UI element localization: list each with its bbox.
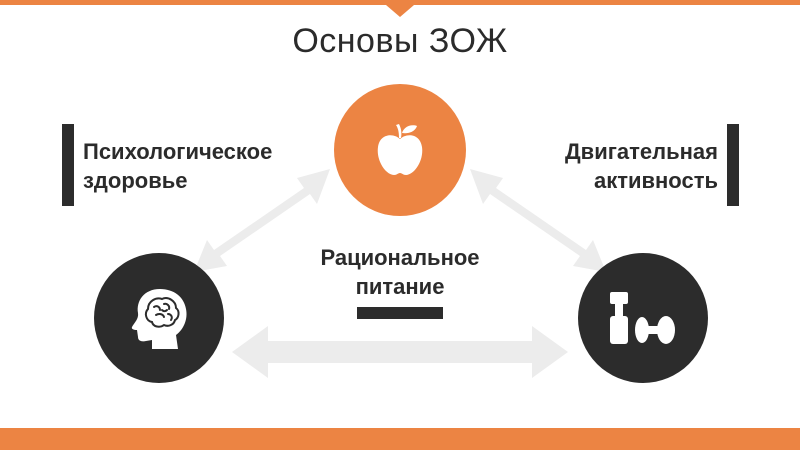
psychology-label: Психологическое здоровье xyxy=(83,137,272,195)
activity-label-line-2: активность xyxy=(593,168,718,193)
arrow-left-diagonal xyxy=(194,169,330,272)
psychology-circle xyxy=(94,253,224,383)
right-label-bar xyxy=(727,124,739,206)
left-label-bar xyxy=(62,124,74,206)
top-accent-bar xyxy=(0,0,800,5)
page-title: Основы ЗОЖ xyxy=(292,22,508,60)
activity-label-line-1: Двигательная xyxy=(565,139,718,164)
bottom-accent-bar xyxy=(0,428,800,450)
brain-head-icon xyxy=(131,289,187,349)
nutrition-label: Рациональное питание xyxy=(290,243,510,301)
activity-label: Двигательная активность xyxy=(520,137,718,195)
nutrition-circle xyxy=(334,84,466,216)
top-notch xyxy=(386,5,414,17)
arrow-bottom-horizontal xyxy=(232,326,568,378)
nutrition-label-bar xyxy=(357,307,443,319)
activity-circle xyxy=(578,253,708,383)
apple-icon xyxy=(377,124,423,175)
nutrition-label-line-2: питание xyxy=(355,274,445,299)
arrow-right-diagonal xyxy=(470,169,606,272)
psychology-label-line-2: здоровье xyxy=(83,168,188,193)
psychology-label-line-1: Психологическое xyxy=(83,139,273,164)
nutrition-label-line-1: Рациональное xyxy=(320,245,480,270)
dumbbell-icon xyxy=(610,292,675,344)
